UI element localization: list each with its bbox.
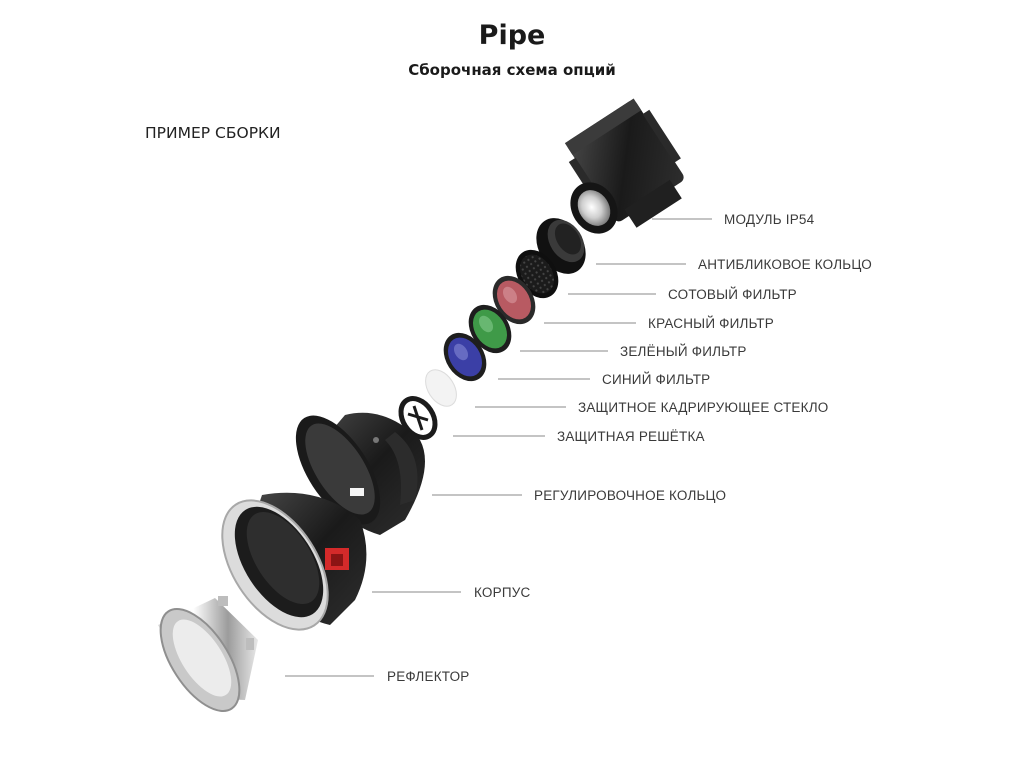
label-antiglare-ring: АНТИБЛИКОВОЕ КОЛЬЦО xyxy=(698,257,872,272)
label-adjustment-ring: РЕГУЛИРОВОЧНОЕ КОЛЬЦО xyxy=(534,488,726,503)
page-title: Pipe xyxy=(478,20,546,51)
label-reflector: РЕФЛЕКТОР xyxy=(387,669,470,684)
part-labels: МОДУЛЬ IP54 АНТИБЛИКОВОЕ КОЛЬЦО СОТОВЫЙ … xyxy=(387,212,872,684)
red-filter-part xyxy=(492,275,536,325)
protective-glass-part xyxy=(425,369,457,407)
label-blue-filter: СИНИЙ ФИЛЬТР xyxy=(602,372,710,387)
label-module: МОДУЛЬ IP54 xyxy=(724,212,815,227)
protective-grille-part xyxy=(398,396,438,440)
module-ip54-part xyxy=(564,98,684,234)
green-filter-part xyxy=(468,304,512,354)
label-green-filter: ЗЕЛЁНЫЙ ФИЛЬТР xyxy=(620,344,747,359)
reflector-part xyxy=(158,596,258,712)
label-honeycomb-filter: СОТОВЫЙ ФИЛЬТР xyxy=(668,287,797,302)
label-protective-glass: ЗАЩИТНОЕ КАДРИРУЮЩЕЕ СТЕКЛО xyxy=(578,400,828,415)
label-body: КОРПУС xyxy=(474,585,530,600)
label-protective-grille: ЗАЩИТНАЯ РЕШЁТКА xyxy=(557,429,705,444)
blue-filter-part xyxy=(443,332,487,382)
label-red-filter: КРАСНЫЙ ФИЛЬТР xyxy=(648,316,774,331)
body-part xyxy=(221,492,367,631)
assembly-example-label: ПРИМЕР СБОРКИ xyxy=(145,124,281,142)
leader-lines xyxy=(285,218,712,677)
page-subtitle: Сборочная схема опций xyxy=(408,61,616,79)
